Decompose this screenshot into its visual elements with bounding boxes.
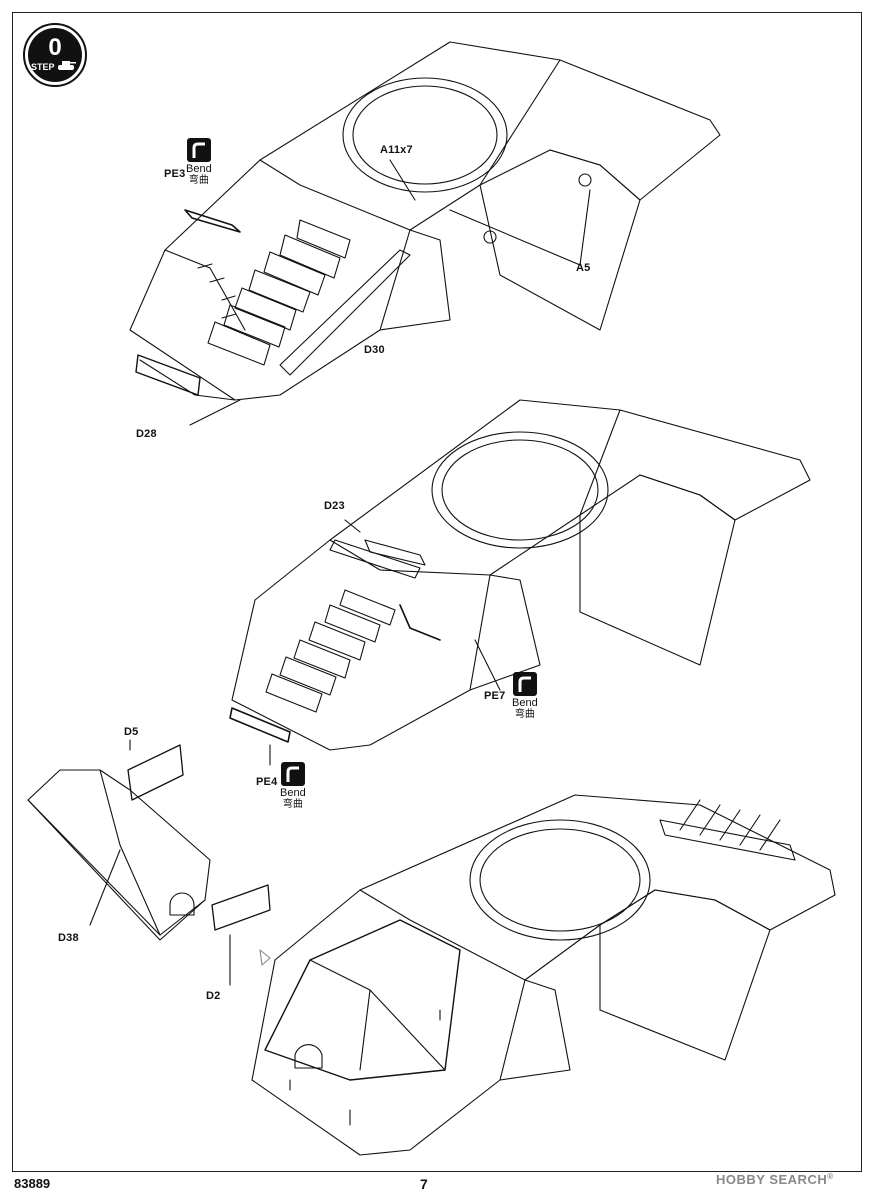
bend-callout-2: Bend 弯曲 <box>512 672 538 721</box>
step-word: STEP <box>31 62 55 72</box>
bend-text-cn: 弯曲 <box>188 175 209 186</box>
step-circle-icon <box>23 23 87 87</box>
label-d5: D5 <box>124 726 139 738</box>
bend-icon <box>186 138 211 162</box>
hull-view-3 <box>251 794 836 1156</box>
watermark-text: HOBBY SEARCH <box>716 1172 828 1187</box>
label-d2: D2 <box>206 990 221 1002</box>
bend-text: Bend <box>280 787 306 799</box>
bend-text: Bend <box>186 163 212 175</box>
bend-icon <box>280 762 305 786</box>
bend-text-cn: 弯曲 <box>514 709 535 720</box>
label-a11: A11x7 <box>380 144 413 156</box>
bend-callout-3: Bend 弯曲 <box>280 762 306 811</box>
hull-view-2 <box>229 399 811 766</box>
label-d30: D30 <box>364 344 385 356</box>
tank-icon <box>58 61 76 70</box>
bend-callout-1: Bend 弯曲 <box>186 138 212 187</box>
watermark: HOBBY SEARCH® <box>716 1172 834 1187</box>
watermark-mark: ® <box>827 1172 834 1181</box>
step-badge: 0 STEP <box>22 22 88 88</box>
hull-view-1 <box>129 41 721 426</box>
label-pe7: PE7 <box>484 690 506 702</box>
page-frame <box>12 12 862 1172</box>
label-d38: D38 <box>58 932 79 944</box>
label-pe4: PE4 <box>256 776 278 788</box>
product-code: 83889 <box>14 1176 51 1191</box>
step-number: 0 <box>48 34 62 61</box>
label-pe3: PE3 <box>164 168 186 180</box>
d38-subassembly <box>27 739 271 986</box>
page-number: 7 <box>420 1176 428 1192</box>
bend-text: Bend <box>512 697 538 709</box>
bend-text-cn: 弯曲 <box>282 799 303 810</box>
bend-icon <box>512 672 537 696</box>
label-d23: D23 <box>324 500 345 512</box>
label-d28: D28 <box>136 428 157 440</box>
label-a5: A5 <box>576 262 591 274</box>
